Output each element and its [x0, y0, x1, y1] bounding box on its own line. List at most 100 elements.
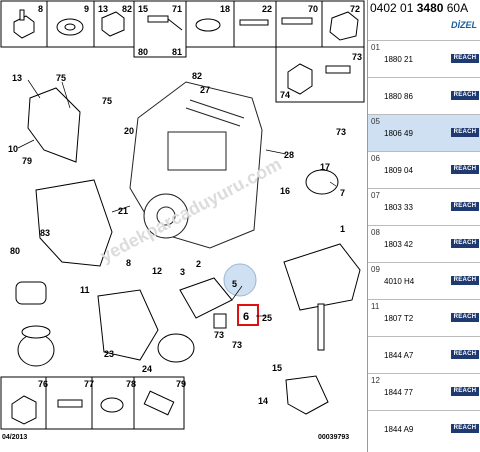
part-code[interactable]: 1803 42	[384, 240, 413, 249]
svg-text:8: 8	[38, 4, 43, 14]
reach-badge[interactable]: REACH	[451, 91, 479, 100]
reach-badge[interactable]: REACH	[451, 350, 479, 359]
svg-text:80: 80	[138, 47, 148, 57]
left-mounts	[15, 87, 233, 367]
parts-row[interactable]: 01 1880 21 REACH	[368, 40, 480, 77]
svg-text:72: 72	[350, 4, 360, 14]
reach-badge[interactable]: REACH	[451, 165, 479, 174]
part-code[interactable]: 1803 33	[384, 203, 413, 212]
row-index: 01	[371, 43, 380, 52]
svg-text:13: 13	[98, 4, 108, 14]
svg-text:82: 82	[192, 71, 202, 81]
parts-row[interactable]: 06 1809 04 REACH	[368, 151, 480, 188]
parts-row[interactable]: 05 1806 49 REACH	[368, 114, 480, 151]
bottom-part-boxes	[0, 376, 185, 430]
part-code[interactable]: 1844 77	[384, 388, 413, 397]
svg-text:8: 8	[126, 258, 131, 268]
row-index: 11	[371, 302, 380, 311]
svg-text:15: 15	[272, 363, 282, 373]
svg-text:75: 75	[56, 73, 66, 83]
parts-row[interactable]: 11 1807 T2 REACH	[368, 299, 480, 336]
svg-text:78: 78	[126, 379, 136, 389]
svg-text:17: 17	[320, 162, 330, 172]
row-index: 06	[371, 154, 380, 163]
svg-text:77: 77	[84, 379, 94, 389]
svg-text:70: 70	[308, 4, 318, 14]
reach-badge[interactable]: REACH	[451, 202, 479, 211]
svg-text:73: 73	[352, 52, 362, 62]
svg-text:73: 73	[232, 340, 242, 350]
svg-text:25: 25	[262, 313, 272, 323]
part-code[interactable]: 1880 21	[384, 55, 413, 64]
svg-text:23: 23	[104, 349, 114, 359]
svg-text:79: 79	[176, 379, 186, 389]
row-index: 08	[371, 228, 380, 237]
part-code[interactable]: 1880 86	[384, 92, 413, 101]
parts-row[interactable]: 1844 A7 REACH	[368, 336, 480, 373]
svg-text:10: 10	[8, 144, 18, 154]
svg-text:81: 81	[172, 47, 182, 57]
svg-text:18: 18	[220, 4, 230, 14]
callout-labels: 8 9 13 82 15 71 80 81 18 22 70 72 73 74 …	[8, 4, 362, 406]
svg-text:15: 15	[138, 4, 148, 14]
svg-text:24: 24	[142, 364, 152, 374]
svg-text:13: 13	[12, 73, 22, 83]
parts-row[interactable]: 12 1844 77 REACH	[368, 373, 480, 410]
reach-badge[interactable]: REACH	[451, 54, 479, 63]
parts-diagram: 8 9 13 82 15 71 80 81 18 22 70 72 73 74 …	[0, 0, 365, 441]
diagram-svg: 8 9 13 82 15 71 80 81 18 22 70 72 73 74 …	[0, 0, 365, 430]
svg-text:71: 71	[172, 4, 182, 14]
svg-text:14: 14	[258, 396, 268, 406]
row-index: 05	[371, 117, 380, 126]
parts-row[interactable]: 1844 A9 REACH	[368, 410, 480, 447]
bottom-part-icons	[11, 390, 175, 425]
svg-text:2: 2	[196, 259, 201, 269]
svg-text:83: 83	[40, 228, 50, 238]
reach-badge[interactable]: REACH	[451, 276, 479, 285]
svg-text:12: 12	[152, 266, 162, 276]
svg-text:1: 1	[340, 224, 345, 234]
reach-badge[interactable]: REACH	[451, 387, 479, 396]
svg-text:27: 27	[200, 85, 210, 95]
footer-id: 00039793	[318, 434, 350, 441]
part-code[interactable]: 1806 49	[384, 129, 413, 138]
ref-suffix: 60A	[443, 1, 469, 15]
footer-date: 04/2013	[2, 434, 28, 441]
svg-text:73: 73	[336, 127, 346, 137]
reach-badge[interactable]: REACH	[451, 239, 479, 248]
reference-number: 0402 01 3480 60A	[370, 1, 468, 15]
highlight-box	[237, 304, 259, 326]
svg-text:75: 75	[102, 96, 112, 106]
engine-type-label: DİZEL	[451, 20, 477, 30]
parts-row[interactable]: 08 1803 42 REACH	[368, 225, 480, 262]
parts-row[interactable]: 1880 86 REACH	[368, 77, 480, 114]
svg-text:74: 74	[280, 90, 290, 100]
svg-text:7: 7	[340, 188, 345, 198]
leader-lines	[17, 79, 337, 317]
reach-badge[interactable]: REACH	[451, 128, 479, 137]
svg-text:11: 11	[80, 285, 90, 295]
row-index: 07	[371, 191, 380, 200]
svg-text:79: 79	[22, 156, 32, 166]
svg-text:3: 3	[180, 267, 185, 277]
svg-text:28: 28	[284, 150, 294, 160]
svg-text:16: 16	[280, 186, 290, 196]
svg-text:9: 9	[84, 4, 89, 14]
svg-text:20: 20	[124, 126, 134, 136]
part-code[interactable]: 1809 04	[384, 166, 413, 175]
svg-text:5: 5	[232, 279, 237, 289]
part-code[interactable]: 1844 A9	[384, 425, 414, 434]
part-code[interactable]: 4010 H4	[384, 277, 415, 286]
row-index: 12	[371, 376, 380, 385]
svg-text:22: 22	[262, 4, 272, 14]
ref-code: 3480	[416, 1, 444, 15]
parts-row[interactable]: 07 1803 33 REACH	[368, 188, 480, 225]
reach-badge[interactable]: REACH	[451, 313, 479, 322]
part-code[interactable]: 1807 T2	[384, 314, 414, 323]
ref-prefix: 0402 01	[370, 1, 417, 15]
reach-badge[interactable]: REACH	[451, 424, 479, 433]
right-mounts	[213, 169, 361, 415]
part-code[interactable]: 1844 A7	[384, 351, 414, 360]
